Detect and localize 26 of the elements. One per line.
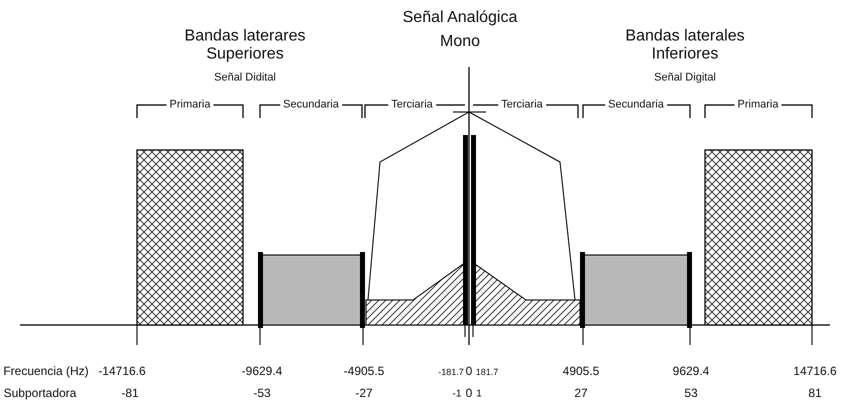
axis-title: Subportadora bbox=[4, 387, 76, 401]
tick-label: -181.7 bbox=[438, 366, 464, 378]
tick-label: 1 bbox=[476, 388, 482, 400]
tick-label: 53 bbox=[684, 387, 698, 401]
tick-label: -53 bbox=[253, 387, 271, 401]
tick-label: -4905.5 bbox=[344, 365, 384, 379]
axis-title: Frecuencia (Hz) bbox=[3, 365, 89, 379]
tick-label: -81 bbox=[121, 387, 139, 401]
heading: Señal Analógica bbox=[402, 8, 518, 28]
heading: Bandas laterares Superiores bbox=[184, 28, 306, 64]
tick-label: 9629.4 bbox=[672, 365, 710, 379]
tick-label: -1 bbox=[452, 388, 462, 400]
sublabel: Señal Digital bbox=[654, 72, 716, 84]
tick-label: 14716.6 bbox=[793, 365, 837, 379]
tick-label: 181.7 bbox=[476, 366, 498, 378]
tick-label: 81 bbox=[808, 387, 822, 401]
sublabel: Señal Didital bbox=[214, 72, 276, 84]
tick-label: 0 bbox=[466, 387, 472, 401]
heading: Bandas laterales Inferiores bbox=[624, 28, 746, 64]
heading: Mono bbox=[440, 32, 480, 52]
tick-label: 4905.5 bbox=[562, 365, 600, 379]
tick-label: 0 bbox=[466, 365, 472, 379]
tick-label: -9629.4 bbox=[242, 365, 282, 379]
tick-label: 27 bbox=[574, 387, 588, 401]
tick-label: -14716.6 bbox=[98, 365, 146, 379]
tick-label: -27 bbox=[355, 387, 373, 401]
